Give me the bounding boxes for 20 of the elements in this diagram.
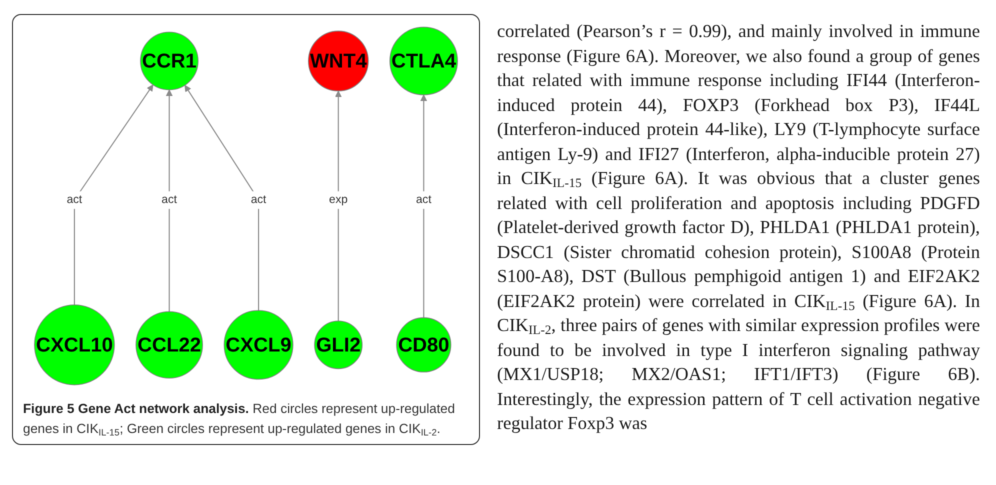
gene-circle: GLI2 xyxy=(314,320,363,370)
gene-circle: CXCL9 xyxy=(224,310,294,380)
arrow xyxy=(74,84,154,305)
arrow xyxy=(184,84,260,310)
body-paragraph: correlated (Pearson’s r = 0.99), and mainly involved in immune response (Figure 6A). Moreover, we also found a group of genes that related with immune response including IFI44 (Interferon-induced protein 44), FOXP3 (Forkhead box P3), IF44L (Interferon-induced protein 44-like), LY9 (T-lymphocyte surface antigen Ly-9) and IFI27 (Interferon, alpha-inducible protein 27) in CIK$_{IL-15}$ (Figure 6A). It was obvious that a cluster genes related with cell proliferation and apoptosis including PDGFD (Platelet-derived growth factor D), PHLDA1 (PHLDA1 protein), DSCC1 (Sister chromatid cohesion protein), S100A8 (Protein S100-A8), DST (Bullous pemphigoid antigen 1) and EIF2AK2 (EIF2AK2 protein) were correlated in CIK$_{IL-15}$ (Figure 6A). In CIK$_{IL-2}$, three pairs of genes with similar expression profiles were found to be involved in type I interferon signaling pathway (MX1/USP18; MX2/OAS1; IFT1/IFT3) (Figure 6B). Interestingly, the expression pattern of T cell activation negative regulator Foxp3 was xyxy=(497,20,980,435)
arrow xyxy=(420,94,428,318)
gene-circle: CD80 xyxy=(396,317,452,372)
gene-circle: WNT4 xyxy=(308,30,369,92)
gene-circle: CTLA4 xyxy=(389,26,458,96)
edge-label: act xyxy=(416,191,432,209)
arrow xyxy=(334,90,342,322)
figure-caption: Figure 5 Gene Act network analysis. Red circles represent up-regulated genes in CIK$_{IL-15}$; Green circles represent up-regulated genes in CIK$_{IL-2}$. xyxy=(23,400,456,439)
edge-label: act xyxy=(66,191,82,209)
arrow xyxy=(166,90,173,312)
edge-label: exp xyxy=(329,191,348,209)
edge-label: act xyxy=(250,191,266,209)
gene-circle: CCR1 xyxy=(140,32,198,90)
gene-circle: CXCL10 xyxy=(34,304,115,386)
edge-label: act xyxy=(162,191,177,209)
gene-circle: CCL22 xyxy=(136,311,203,379)
